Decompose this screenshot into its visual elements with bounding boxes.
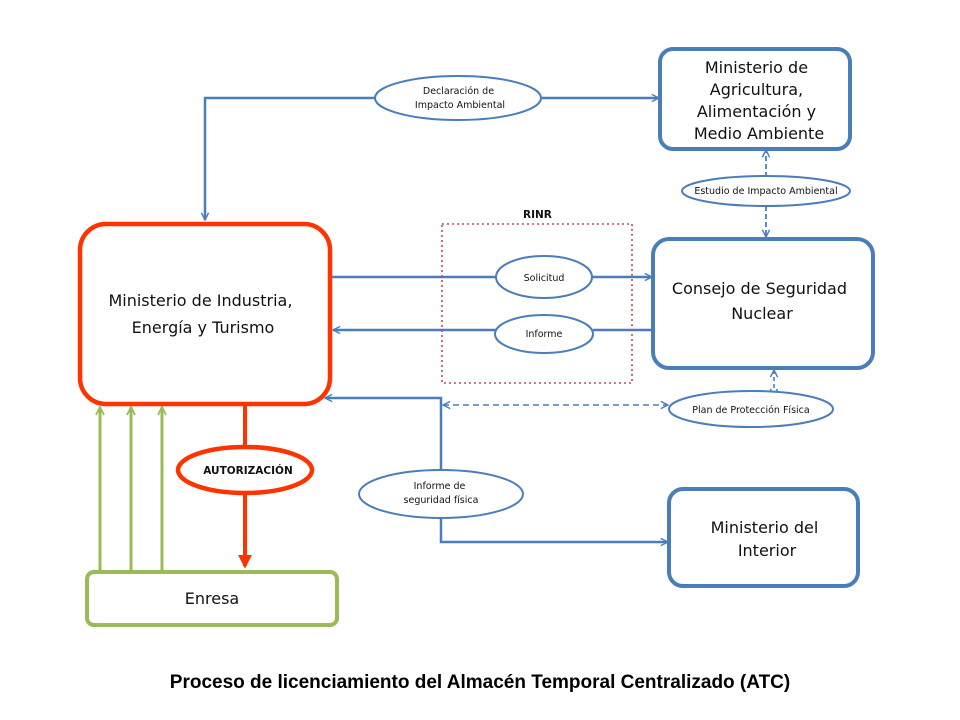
informe-label: Informe xyxy=(526,329,563,340)
declaracion-connector xyxy=(205,96,375,220)
ministerio-agricultura-label: Ministerio de Agricultura, Alimentación … xyxy=(694,58,824,143)
ministerio-agricultura-node: Ministerio de Agricultura, Alimentación … xyxy=(658,47,852,151)
estudio-impacto-label: Estudio de Impacto Ambiental xyxy=(694,186,837,197)
ministerio-industria-label: Ministerio de Industria, Energía y Turis… xyxy=(108,291,297,337)
rinr-label: RINR xyxy=(523,209,552,221)
estudio-impacto-ellipse: Estudio de Impacto Ambiental xyxy=(681,175,851,207)
informe-seguridad-ellipse: Informe de seguridad física xyxy=(358,469,524,519)
plan-proteccion-ellipse: Plan de Protección Física xyxy=(668,390,834,428)
rinr-frame xyxy=(441,223,633,384)
ministerio-interior-label: Ministerio del Interior xyxy=(711,518,824,560)
ministerio-industria-node: Ministerio de Industria, Energía y Turis… xyxy=(77,221,333,407)
informe-seguridad-label: Informe de seguridad física xyxy=(404,481,479,506)
declaracion-impacto-ellipse: Declaración de Impacto Ambiental xyxy=(374,75,542,121)
informe-ellipse: Informe xyxy=(494,314,594,354)
consejo-seguridad-nuclear-node: Consejo de Seguridad Nuclear xyxy=(651,237,875,370)
autorizacion-ellipse: AUTORIZACIÓN xyxy=(175,444,315,496)
diagram-caption: Proceso de licenciamiento del Almacén Te… xyxy=(170,672,790,693)
enresa-label: Enresa xyxy=(185,589,239,608)
ministerio-interior-node: Ministerio del Interior xyxy=(667,487,860,588)
plan-proteccion-label: Plan de Protección Física xyxy=(692,405,809,416)
consejo-seguridad-nuclear-label: Consejo de Seguridad Nuclear xyxy=(672,279,852,323)
seguridad-connector-down xyxy=(439,516,668,542)
solicitud-ellipse: Solicitud xyxy=(495,255,593,299)
declaracion-impacto-label: Declaración de Impacto Ambiental xyxy=(415,86,505,111)
autorizacion-label: AUTORIZACIÓN xyxy=(203,464,292,477)
seguridad-connector-up xyxy=(325,398,443,472)
enresa-node: Enresa xyxy=(85,570,339,627)
solicitud-label: Solicitud xyxy=(524,273,565,284)
